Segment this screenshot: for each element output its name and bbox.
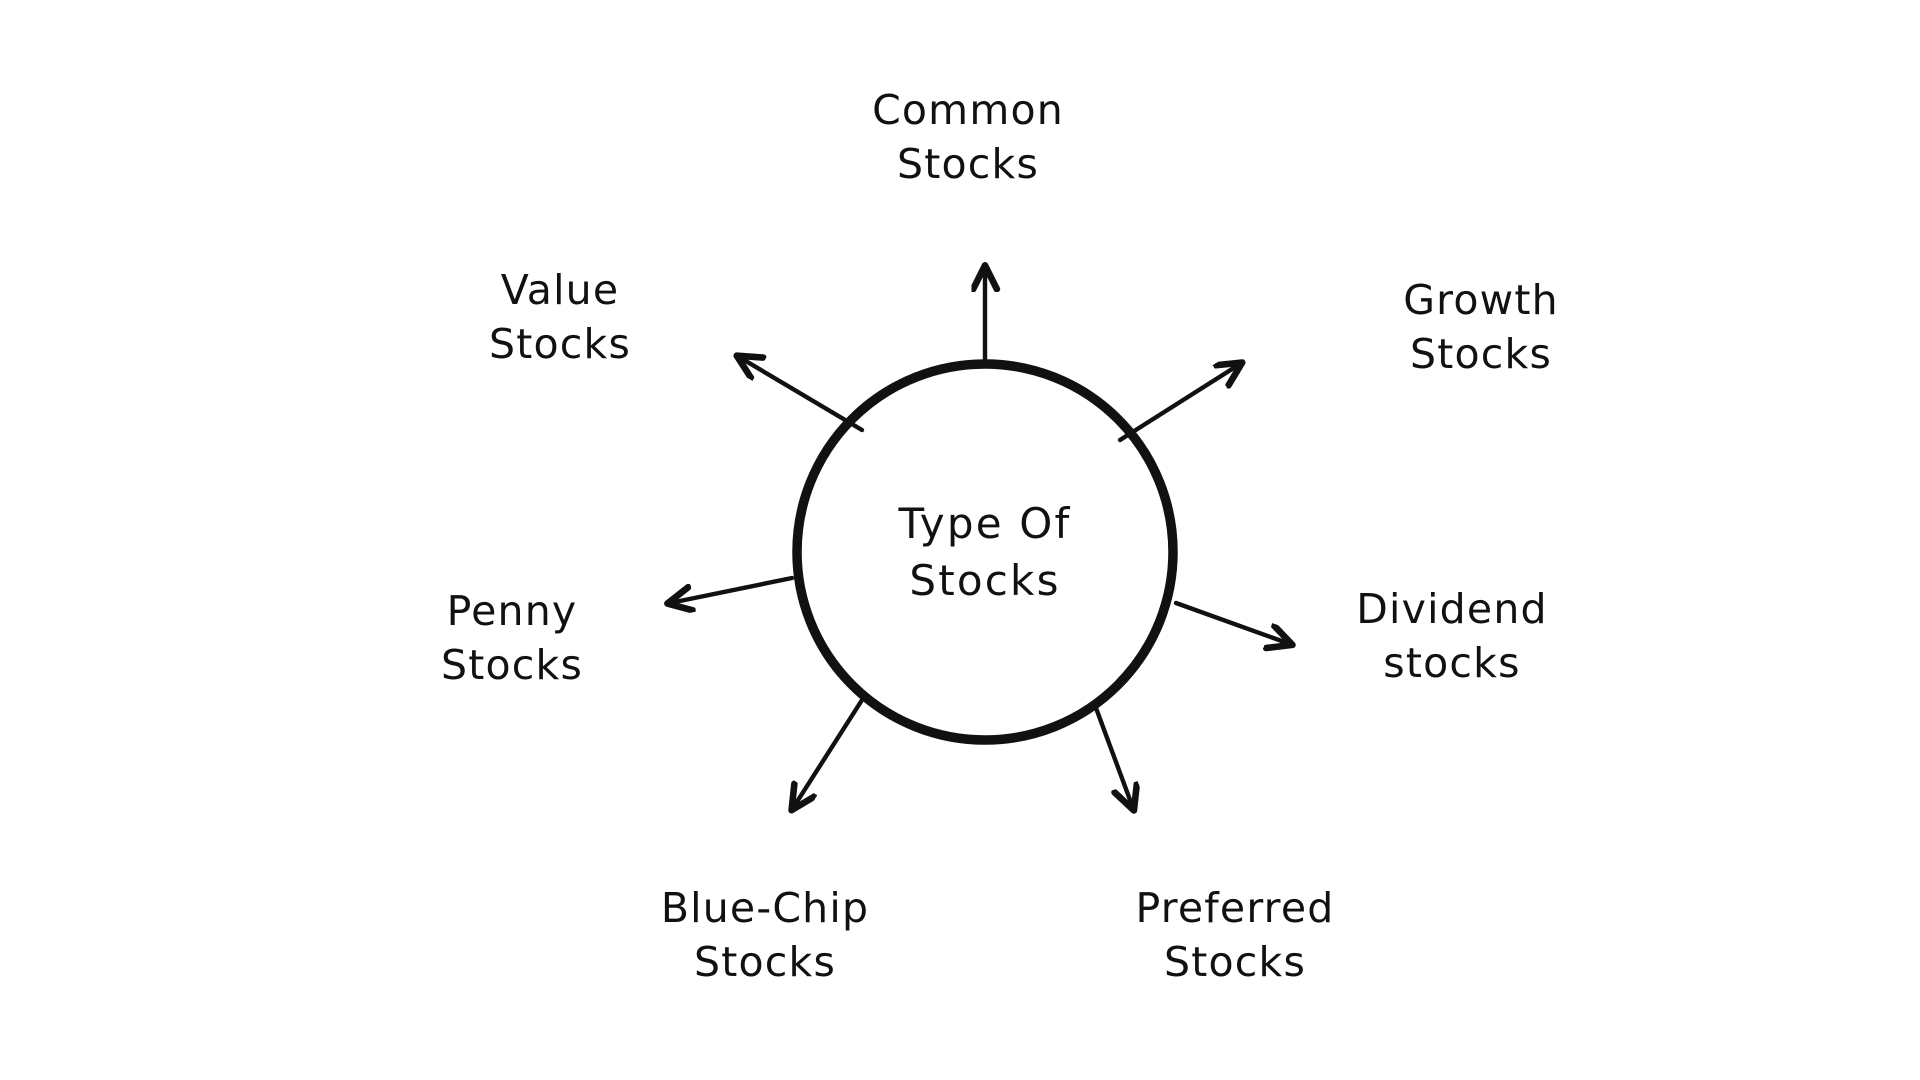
node-label-dividend-stocks: Dividend stocks [1356, 584, 1548, 687]
arrow-preferred-stocks [1093, 705, 1133, 808]
node-label-blue-chip-stocks: Blue-Chip Stocks [660, 883, 870, 986]
arrow-blue-chip-stocks [793, 697, 865, 808]
node-label-penny-stocks: Penny Stocks [440, 586, 584, 689]
node-label-preferred-stocks: Preferred Stocks [1135, 883, 1335, 986]
node-label-value-stocks: Value Stocks [488, 265, 632, 368]
arrow-growth-stocks [1117, 364, 1240, 443]
node-label-common-stocks: Common Stocks [872, 85, 1064, 188]
center-node-label: Type Of Stocks [898, 498, 1072, 605]
arrow-value-stocks [739, 357, 865, 433]
arrow-dividend-stocks [1173, 600, 1290, 644]
arrow-penny-stocks [670, 575, 795, 603]
node-label-growth-stocks: Growth Stocks [1403, 275, 1559, 378]
